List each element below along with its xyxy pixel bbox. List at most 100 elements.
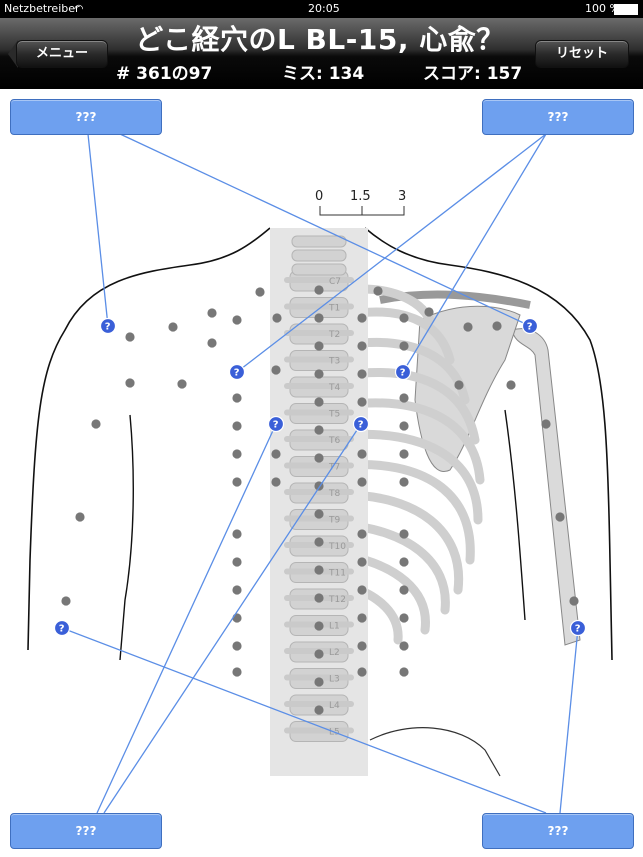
acupoint-dot — [271, 449, 281, 459]
acupoint-dot — [357, 641, 367, 651]
reset-button[interactable]: リセット — [535, 40, 629, 68]
acupoint-dot — [232, 449, 242, 459]
acupoint-dot — [357, 529, 367, 539]
question-marker-icon: ? — [228, 363, 246, 381]
vertebra-process — [284, 462, 354, 469]
question-marker-icon: ? — [99, 317, 117, 335]
acupoint-dot — [207, 338, 217, 348]
acupoint-dot — [492, 321, 502, 331]
acupoint-dot — [314, 369, 324, 379]
vertebra-label-t4: T4 — [328, 383, 340, 393]
answer-button-top-left[interactable]: ??? — [10, 99, 162, 135]
acupoint-dot — [314, 313, 324, 323]
acupoint-dot — [399, 529, 409, 539]
acupoint-dot — [399, 449, 409, 459]
acupoint-dot — [373, 286, 383, 296]
acupoint-dot — [357, 613, 367, 623]
acupoint-dot — [314, 397, 324, 407]
connector-line — [96, 423, 277, 814]
acupoint-dot — [357, 341, 367, 351]
vertebra-label-t10: T10 — [328, 542, 346, 552]
acupoint-dot — [357, 313, 367, 323]
carrier-label: Netzbetreiber — [4, 2, 80, 15]
acupoint-dot — [399, 613, 409, 623]
acupoint-dot — [314, 705, 324, 715]
acupoint-dot — [207, 308, 217, 318]
acupoint-dot — [463, 322, 473, 332]
scale-label-1: 1.5 — [350, 189, 371, 204]
vertebra-label-c7: C7 — [329, 277, 341, 287]
acupoint-dot — [125, 378, 135, 388]
acupoint-dot — [541, 419, 551, 429]
vertebra-label-t11: T11 — [328, 569, 346, 579]
humerus-bone — [511, 328, 581, 646]
question-title: どこ経穴のL BL-15, 心兪？ — [135, 23, 505, 56]
marker-circle — [394, 363, 412, 381]
body-outline — [364, 227, 613, 661]
marker-circle — [53, 619, 71, 637]
acupoint-dot — [357, 369, 367, 379]
question-marker-icon: ? — [394, 363, 412, 381]
marker-circle — [521, 317, 539, 335]
cervical-vertebra — [291, 263, 347, 276]
body-outline — [504, 409, 526, 621]
marker-circle — [99, 317, 117, 335]
acupoint-dot — [399, 341, 409, 351]
answer-button-bottom-right[interactable]: ??? — [482, 813, 634, 849]
acupoint-dot — [314, 677, 324, 687]
acupoint-dot — [314, 593, 324, 603]
acupoint-dot — [399, 557, 409, 567]
vertebra-label-t2: T2 — [328, 330, 340, 340]
score-counter: スコア: 157 — [423, 64, 523, 84]
candidate-markers: ???????? — [53, 317, 587, 637]
acupoint-dot — [314, 649, 324, 659]
vertebra-label-t5: T5 — [328, 410, 340, 420]
vertebra-process — [284, 303, 354, 310]
answer-button-top-right[interactable]: ??? — [482, 99, 634, 135]
marker-glyph: ? — [527, 322, 533, 333]
acupoint-dot — [232, 393, 242, 403]
wifi-icon: ◠ — [74, 2, 84, 15]
acupoint-dot — [272, 313, 282, 323]
marker-glyph: ? — [234, 368, 240, 379]
connector-line — [236, 133, 547, 373]
acupoint-dot — [314, 425, 324, 435]
connector-line — [119, 133, 531, 327]
back-arrow-icon — [8, 40, 18, 68]
acupoint-dot — [271, 365, 281, 375]
vertebra-label-l1: L1 — [329, 622, 340, 632]
acupoint-dot — [314, 285, 324, 295]
marker-glyph: ? — [59, 624, 65, 635]
body-outline — [27, 227, 271, 651]
marker-glyph: ? — [358, 420, 364, 431]
acupoint-dot — [75, 512, 85, 522]
acupoint-dot — [424, 307, 434, 317]
acupoint-dot — [454, 380, 464, 390]
marker-circle — [569, 619, 587, 637]
question-marker-icon: ? — [53, 619, 71, 637]
acupoint-dot — [125, 332, 135, 342]
acupoint-dots — [61, 285, 579, 715]
connector-line — [87, 133, 109, 327]
marker-glyph: ? — [273, 420, 279, 431]
marker-glyph: ? — [105, 322, 111, 333]
status-bar: Netzbetreiber ◠ 20:05 100 % — [0, 0, 643, 18]
connector-line — [103, 423, 362, 814]
vertebra-label-l3: L3 — [329, 675, 340, 685]
acupoint-dot — [314, 565, 324, 575]
acupoint-dot — [399, 421, 409, 431]
progress-counter: # 361の97 — [116, 64, 213, 84]
acupoint-dot — [314, 509, 324, 519]
acupoint-dot — [506, 380, 516, 390]
question-marker-icon: ? — [352, 415, 370, 433]
acupoint-dot — [357, 449, 367, 459]
connector-lines — [61, 133, 579, 814]
vertebra-label-l2: L2 — [329, 648, 340, 658]
menu-button[interactable]: メニュー — [16, 40, 108, 68]
acupoint-dot — [399, 641, 409, 651]
vertebra-process — [284, 701, 354, 707]
answer-button-bottom-left[interactable]: ??? — [10, 813, 162, 849]
connector-line — [559, 627, 579, 814]
question-marker-icon: ? — [521, 317, 539, 335]
acupoint-dot — [271, 477, 281, 487]
